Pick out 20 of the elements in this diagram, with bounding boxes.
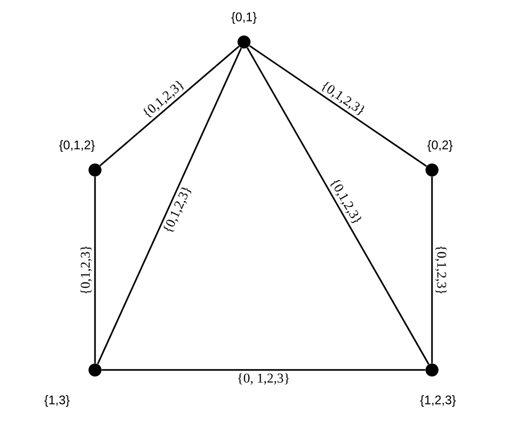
edge-line xyxy=(431,176,433,364)
vertex-label: {1,2,3} xyxy=(420,395,456,407)
edge-line xyxy=(100,46,240,166)
vertex-dot xyxy=(88,163,102,176)
edge-line xyxy=(102,369,426,371)
vertex-label: {0,2} xyxy=(427,140,453,152)
vertex-dot xyxy=(426,163,438,176)
edge-line xyxy=(94,176,96,364)
vertex-dot xyxy=(426,363,438,376)
vertex-label: {0,1} xyxy=(231,12,257,24)
edge-label: {0, 1,2,3} xyxy=(238,373,289,385)
edge-label: {0,1,2,3} xyxy=(80,246,92,294)
edge-line xyxy=(246,47,430,365)
vertex-dot xyxy=(88,363,102,376)
vertex-dot xyxy=(238,36,250,48)
vertex-label: {1,3} xyxy=(44,395,70,407)
edge-line xyxy=(249,45,427,167)
vertex-label: {0,1,2} xyxy=(59,140,95,152)
edge-line xyxy=(97,48,242,364)
edge-label: {0,1,2,3} xyxy=(435,246,447,294)
